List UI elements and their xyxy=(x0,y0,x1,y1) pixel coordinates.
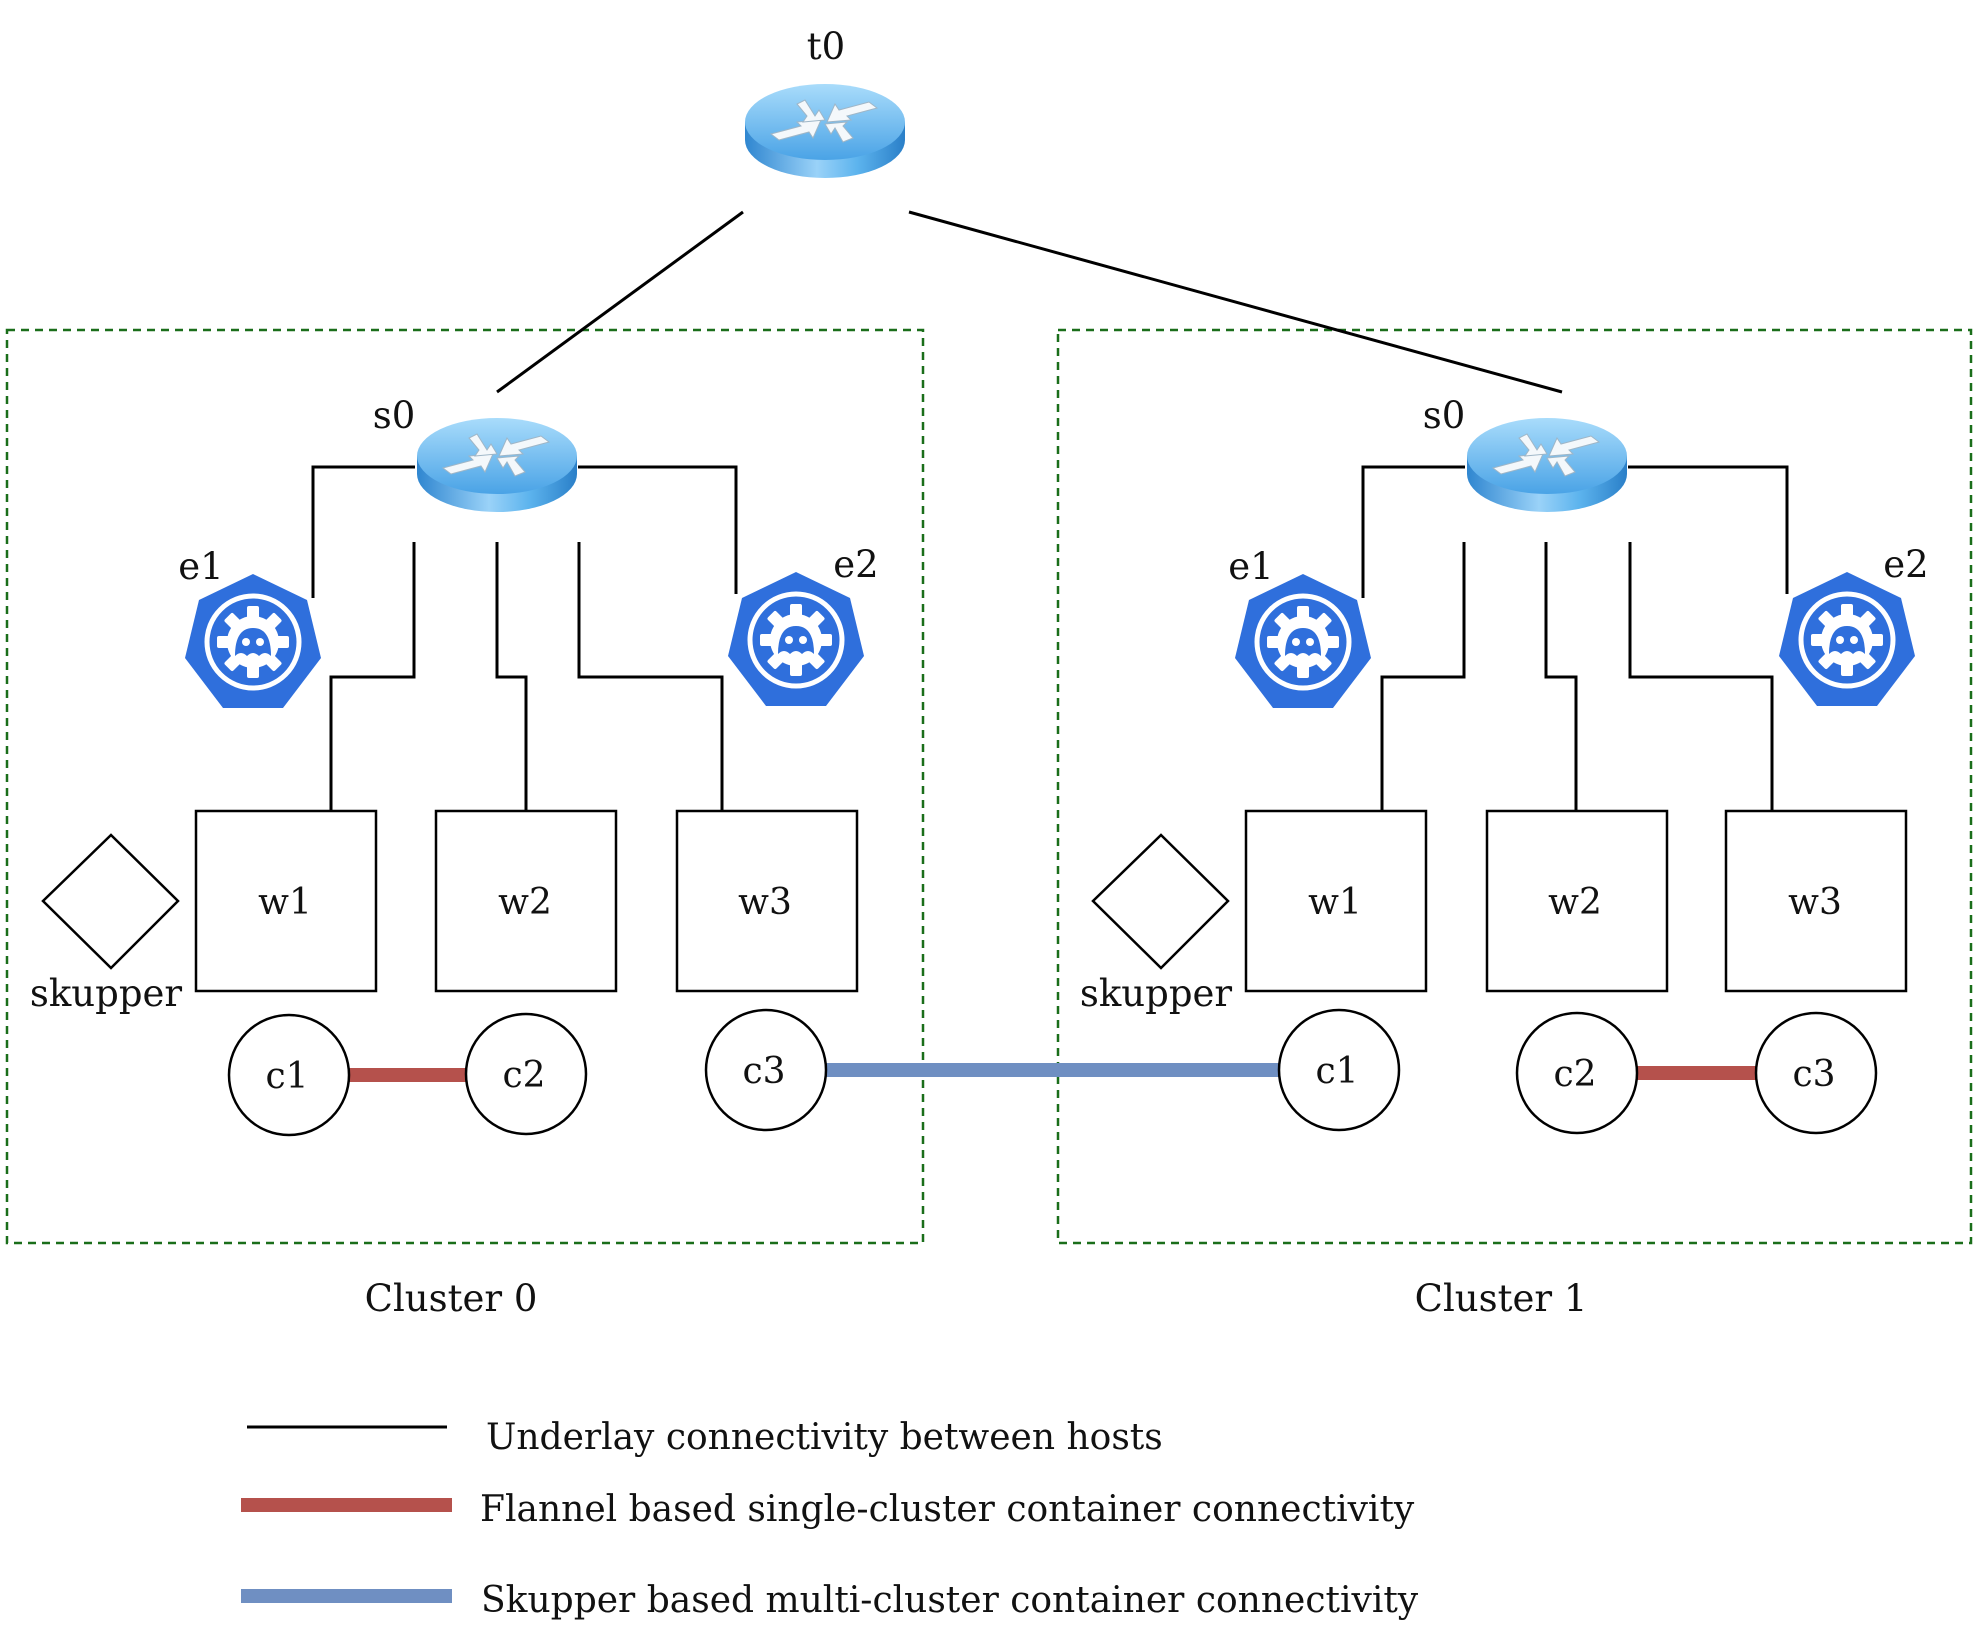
etcd-label-e1: e1 xyxy=(178,545,223,588)
cluster-1: s0 e1 e2 skupper w1 w2 w3 c1 c2 c3 Clust… xyxy=(1080,394,1929,1320)
kubernetes-etcd-icon xyxy=(728,572,864,706)
container-c3 xyxy=(1754,1011,1878,1135)
container-c2 xyxy=(1515,1011,1639,1135)
container-c3 xyxy=(704,1008,828,1132)
worker-label: w3 xyxy=(1788,882,1842,923)
switch-label: s0 xyxy=(1423,394,1466,437)
skupper-label: skupper xyxy=(1080,972,1233,1015)
kubernetes-etcd-icon xyxy=(185,574,321,708)
worker-w1 xyxy=(194,809,378,993)
container-label: c3 xyxy=(1792,1054,1835,1095)
legend-skupper-text: Skupper based multi-cluster container co… xyxy=(481,1580,1419,1621)
container-label: c1 xyxy=(1315,1051,1358,1092)
container-c1 xyxy=(1277,1008,1401,1132)
container-label: c1 xyxy=(265,1056,308,1097)
worker-label: w3 xyxy=(738,882,792,923)
worker-w1 xyxy=(1244,809,1428,993)
cluster-label: Cluster 0 xyxy=(365,1277,538,1320)
kubernetes-etcd-icon xyxy=(1235,574,1371,708)
legend-flannel-text: Flannel based single-cluster container c… xyxy=(480,1489,1415,1530)
worker-label: w2 xyxy=(498,882,552,923)
container-label: c3 xyxy=(742,1051,785,1092)
container-label: c2 xyxy=(1553,1054,1596,1095)
worker-w2 xyxy=(434,809,618,993)
cluster-label: Cluster 1 xyxy=(1415,1277,1588,1320)
skupper-node xyxy=(41,833,180,970)
cluster-0: s0 e1 e2 skupper w1 w2 w3 c1 c2 c3 Clust… xyxy=(30,394,879,1320)
cluster-0-boundary xyxy=(5,328,925,1245)
router-icon xyxy=(416,417,578,513)
etcd-label-e2: e2 xyxy=(1883,543,1928,586)
kubernetes-etcd-icon xyxy=(1779,572,1915,706)
router-label-t0: t0 xyxy=(807,25,845,68)
worker-label: w2 xyxy=(1548,882,1602,923)
skupper-node xyxy=(1091,833,1230,970)
router-t0: t0 xyxy=(744,25,906,179)
container-c2 xyxy=(464,1012,588,1136)
switch-label: s0 xyxy=(373,394,416,437)
router-icon xyxy=(744,83,906,179)
router-icon xyxy=(1466,417,1628,513)
container-c1 xyxy=(227,1013,351,1137)
container-label: c2 xyxy=(502,1055,545,1096)
etcd-label-e2: e2 xyxy=(833,543,878,586)
worker-w3 xyxy=(1724,809,1908,993)
worker-label: w1 xyxy=(1308,882,1362,923)
underlay-links xyxy=(311,210,1789,811)
worker-w3 xyxy=(675,809,859,993)
worker-w2 xyxy=(1485,809,1669,993)
etcd-label-e1: e1 xyxy=(1228,545,1273,588)
skupper-label: skupper xyxy=(30,972,183,1015)
worker-label: w1 xyxy=(258,882,312,923)
cluster-1-boundary xyxy=(1056,328,1973,1245)
legend-underlay-text: Underlay connectivity between hosts xyxy=(486,1417,1163,1458)
legend: Underlay connectivity between hosts Flan… xyxy=(241,1417,1419,1621)
